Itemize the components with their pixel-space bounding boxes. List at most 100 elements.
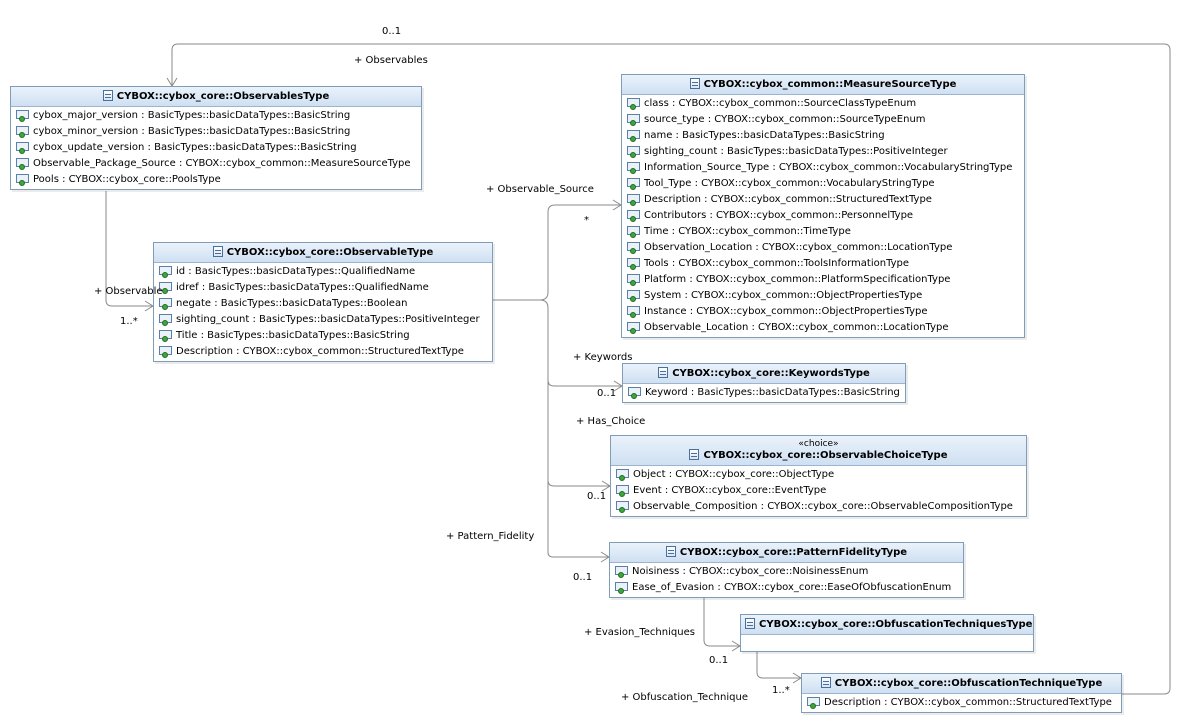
class-icon: [689, 449, 700, 460]
attribute-text: class : CYBOX::cybox_common::SourceClass…: [644, 98, 917, 109]
attribute-row[interactable]: Pools : CYBOX::cybox_core::PoolsType: [11, 172, 421, 188]
evasion-association-line: [703, 597, 740, 647]
attribute-row[interactable]: Ease_of_Evasion : CYBOX::cybox_core::Eas…: [610, 580, 963, 596]
attribute-text: Event : CYBOX::cybox_core::EventType: [633, 485, 827, 496]
attribute-icon: [16, 174, 29, 186]
attribute-text: name : BasicTypes::basicDataTypes::Basic…: [644, 130, 885, 141]
attribute-row[interactable]: Observable_Composition : CYBOX::cybox_co…: [611, 499, 1026, 515]
attribute-row[interactable]: Observable_Package_Source : CYBOX::cybox…: [11, 156, 421, 172]
class-icon: [820, 677, 831, 688]
obfuscation-association-line: [756, 647, 801, 679]
attribute-row[interactable]: Tools : CYBOX::cybox_common::ToolsInform…: [622, 256, 1024, 272]
class-header: «choice» CYBOX::cybox_core::ObservableCh…: [611, 436, 1026, 466]
class-obfuscation-technique-type[interactable]: CYBOX::cybox_core::ObfuscationTechniqueT…: [801, 673, 1122, 713]
class-observable-type[interactable]: CYBOX::cybox_core::ObservableType id : B…: [153, 242, 493, 362]
attribute-text: cybox_update_version : BasicTypes::basic…: [33, 142, 357, 153]
attribute-icon: [16, 110, 29, 122]
attribute-row[interactable]: System : CYBOX::cybox_common::ObjectProp…: [622, 288, 1024, 304]
class-observable-choice-type[interactable]: «choice» CYBOX::cybox_core::ObservableCh…: [610, 435, 1027, 517]
attribute-row[interactable]: cybox_update_version : BasicTypes::basic…: [11, 140, 421, 156]
attribute-row[interactable]: Platform : CYBOX::cybox_common::Platform…: [622, 272, 1024, 288]
class-keywords-type[interactable]: CYBOX::cybox_core::KeywordsType Keyword …: [622, 363, 906, 403]
attribute-row[interactable]: negate : BasicTypes::basicDataTypes::Boo…: [154, 296, 492, 312]
class-icon: [658, 367, 669, 378]
class-title: CYBOX::cybox_core::PatternFidelityType: [679, 547, 908, 558]
attribute-row[interactable]: idref : BasicTypes::basicDataTypes::Qual…: [154, 280, 492, 296]
observables-role-label: + Observables: [354, 55, 428, 66]
attribute-row[interactable]: id : BasicTypes::basicDataTypes::Qualifi…: [154, 264, 492, 280]
attribute-row[interactable]: Event : CYBOX::cybox_core::EventType: [611, 483, 1026, 499]
attribute-row[interactable]: Noisiness : CYBOX::cybox_core::Noisiness…: [610, 564, 963, 580]
attribute-row[interactable]: cybox_minor_version : BasicTypes::basicD…: [11, 124, 421, 140]
class-pattern-fidelity-type[interactable]: CYBOX::cybox_core::PatternFidelityType N…: [609, 542, 964, 598]
has-choice-multiplicity: 0..1: [587, 491, 607, 502]
pattern-fidelity-role-label: + Pattern_Fidelity: [446, 531, 535, 542]
class-observables-type[interactable]: CYBOX::cybox_core::ObservablesType cybox…: [10, 86, 422, 190]
attribute-row[interactable]: Information_Source_Type : CYBOX::cybox_c…: [622, 160, 1024, 176]
attribute-icon: [627, 290, 640, 302]
attribute-text: Noisiness : CYBOX::cybox_core::Noisiness…: [632, 566, 869, 577]
obfuscation-technique-multiplicity: 1..*: [772, 685, 790, 696]
attribute-row[interactable]: Keyword : BasicTypes::basicDataTypes::Ba…: [623, 385, 905, 401]
attribute-row[interactable]: Title : BasicTypes::basicDataTypes::Basi…: [154, 328, 492, 344]
attribute-text: id : BasicTypes::basicDataTypes::Qualifi…: [176, 266, 416, 277]
attribute-row[interactable]: name : BasicTypes::basicDataTypes::Basic…: [622, 128, 1024, 144]
attribute-row[interactable]: Description : CYBOX::cybox_common::Struc…: [802, 695, 1121, 711]
class-title: CYBOX::cybox_core::ObservableType: [226, 247, 434, 258]
attribute-row[interactable]: Observation_Location : CYBOX::cybox_comm…: [622, 240, 1024, 256]
class-icon: [102, 90, 113, 101]
class-measure-source-type[interactable]: CYBOX::cybox_common::MeasureSourceType c…: [621, 74, 1025, 338]
class-title: CYBOX::cybox_core::KeywordsType: [672, 368, 870, 379]
attribute-icon: [16, 158, 29, 170]
attribute-text: Tool_Type : CYBOX::cybox_common::Vocabul…: [644, 178, 935, 189]
class-header: CYBOX::cybox_core::ObfuscationTechniques…: [741, 615, 1033, 635]
class-obfuscation-techniques-type[interactable]: CYBOX::cybox_core::ObfuscationTechniques…: [740, 614, 1034, 652]
class-header: CYBOX::cybox_core::KeywordsType: [623, 364, 905, 384]
attribute-icon: [16, 126, 29, 138]
attribute-icon: [159, 346, 172, 358]
class-header: CYBOX::cybox_core::ObservablesType: [11, 87, 421, 107]
evasion-techniques-role-label: + Evasion_Techniques: [584, 627, 695, 638]
attribute-row[interactable]: cybox_major_version : BasicTypes::basicD…: [11, 108, 421, 124]
attribute-text: Instance : CYBOX::cybox_common::ObjectPr…: [644, 306, 928, 317]
attribute-row[interactable]: Tool_Type : CYBOX::cybox_common::Vocabul…: [622, 176, 1024, 192]
attribute-row[interactable]: source_type : CYBOX::cybox_common::Sourc…: [622, 112, 1024, 128]
attribute-icon: [627, 242, 640, 254]
attribute-icon: [627, 98, 640, 110]
attribute-text: System : CYBOX::cybox_common::ObjectProp…: [644, 290, 923, 301]
attribute-icon: [627, 210, 640, 222]
attribute-icon: [159, 282, 172, 294]
attribute-text: Tools : CYBOX::cybox_common::ToolsInform…: [644, 258, 910, 269]
attribute-text: Description : CYBOX::cybox_common::Struc…: [824, 697, 1112, 708]
attribute-row[interactable]: class : CYBOX::cybox_common::SourceClass…: [622, 96, 1024, 112]
class-title: CYBOX::cybox_core::ObfuscationTechniqueT…: [834, 678, 1103, 689]
keywords-multiplicity: 0..1: [597, 388, 617, 399]
attribute-row[interactable]: Description : CYBOX::cybox_common::Struc…: [154, 344, 492, 360]
attribute-text: source_type : CYBOX::cybox_common::Sourc…: [644, 114, 926, 125]
attribute-row[interactable]: Observable_Location : CYBOX::cybox_commo…: [622, 320, 1024, 336]
attribute-row[interactable]: Contributors : CYBOX::cybox_common::Pers…: [622, 208, 1024, 224]
observable-source-multiplicity: *: [584, 215, 589, 226]
attribute-icon: [159, 314, 172, 326]
attribute-row[interactable]: Instance : CYBOX::cybox_common::ObjectPr…: [622, 304, 1024, 320]
attribute-icon: [627, 162, 640, 174]
attribute-row[interactable]: sighting_count : BasicTypes::basicDataTy…: [622, 144, 1024, 160]
attribute-icon: [627, 306, 640, 318]
attribute-icon: [615, 566, 628, 578]
attribute-text: Time : CYBOX::cybox_common::TimeType: [644, 226, 851, 237]
attribute-icon: [627, 114, 640, 126]
attribute-row[interactable]: sighting_count : BasicTypes::basicDataTy…: [154, 312, 492, 328]
observables-association-line: [171, 43, 1171, 695]
attribute-row[interactable]: Time : CYBOX::cybox_common::TimeType: [622, 224, 1024, 240]
class-stereotype: «choice»: [798, 439, 839, 449]
attribute-icon: [159, 298, 172, 310]
attribute-text: cybox_major_version : BasicTypes::basicD…: [33, 110, 351, 121]
class-title: CYBOX::cybox_core::ObservablesType: [116, 91, 330, 102]
class-header: CYBOX::cybox_core::ObservableType: [154, 243, 492, 263]
attribute-text: Description : CYBOX::cybox_common::Struc…: [644, 194, 932, 205]
attribute-row[interactable]: Description : CYBOX::cybox_common::Struc…: [622, 192, 1024, 208]
attribute-text: Title : BasicTypes::basicDataTypes::Basi…: [176, 330, 410, 341]
attribute-row[interactable]: Object : CYBOX::cybox_core::ObjectType: [611, 467, 1026, 483]
has-choice-association-line: [547, 479, 610, 487]
